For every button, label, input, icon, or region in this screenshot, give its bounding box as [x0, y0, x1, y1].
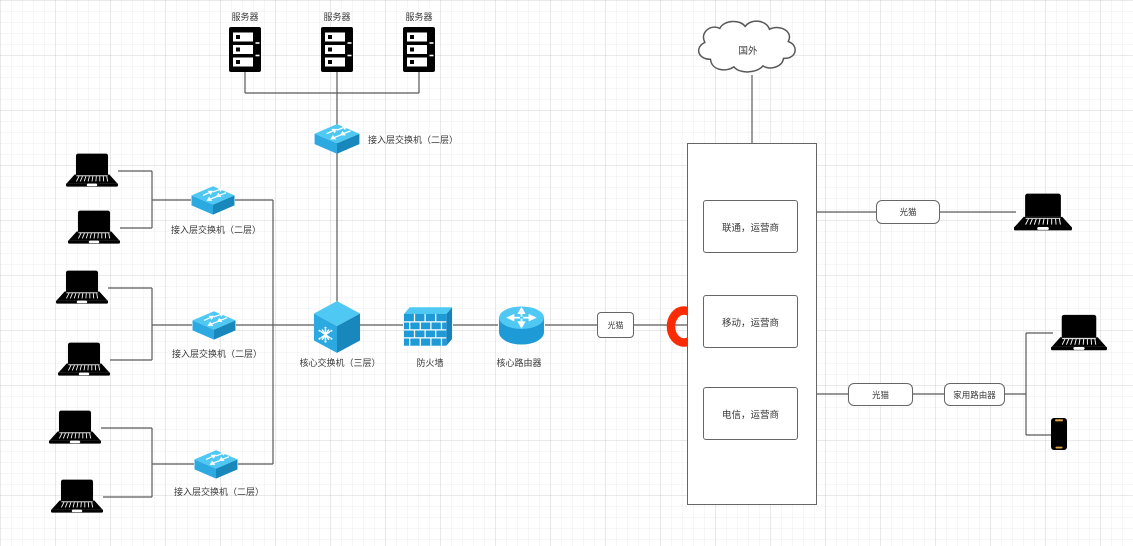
server-icon[interactable] — [321, 27, 353, 72]
access-switch-icon[interactable] — [191, 309, 237, 341]
core-switch-icon[interactable] — [313, 300, 361, 354]
home-router-box[interactable]: 家用路由器 — [944, 383, 1005, 406]
access-switch-icon[interactable] — [190, 184, 236, 216]
modem-bottom-right-box[interactable]: 光猫 — [848, 383, 913, 406]
laptop-icon[interactable] — [49, 408, 101, 448]
phone-icon[interactable] — [1051, 418, 1067, 450]
core-router-icon[interactable] — [497, 304, 546, 347]
server-icon[interactable] — [403, 27, 435, 72]
access-switch-label: 接入层交换机（二层） — [368, 135, 459, 145]
access-switch-icon[interactable] — [313, 122, 361, 155]
server-icon[interactable] — [229, 27, 261, 72]
laptop-icon[interactable] — [58, 340, 110, 380]
laptop-icon[interactable] — [68, 208, 120, 248]
carrier-label: 电信，运营商 — [721, 409, 779, 421]
modem-label: 光猫 — [871, 389, 889, 400]
access-switch-icon[interactable] — [193, 448, 239, 480]
modem-wan-label: 光猫 — [607, 320, 624, 330]
laptop-icon[interactable] — [1014, 192, 1072, 234]
access-switch-label: 接入层交换机（二层） — [171, 349, 263, 359]
core-switch-label: 核心交换机（三层） — [299, 358, 381, 368]
carrier-box-unicom[interactable]: 联通，运营商 — [703, 200, 798, 253]
server-label: 服务器 — [405, 12, 433, 22]
carrier-label: 移动，运营商 — [721, 317, 779, 329]
carrier-box-telecom[interactable]: 电信，运营商 — [703, 387, 798, 440]
carrier-box-mobile[interactable]: 移动，运营商 — [703, 295, 798, 348]
firewall-label: 防火墙 — [416, 358, 444, 368]
cloud-label: 国外 — [738, 46, 758, 57]
modem-wan-box[interactable]: 光猫 — [597, 312, 634, 338]
firewall-icon[interactable] — [402, 302, 454, 349]
laptop-icon[interactable] — [56, 268, 108, 308]
modem-label: 光猫 — [899, 207, 917, 217]
server-label: 服务器 — [231, 12, 259, 22]
home-router-label: 家用路由器 — [953, 389, 996, 400]
laptop-icon[interactable] — [66, 151, 118, 191]
core-router-label: 核心路由器 — [496, 358, 542, 368]
modem-top-right-box[interactable]: 光猫 — [876, 200, 940, 224]
laptop-icon[interactable] — [1051, 313, 1107, 354]
carrier-label: 联通，运营商 — [721, 222, 779, 234]
laptop-icon[interactable] — [51, 477, 103, 517]
access-switch-label: 接入层交换机（二层） — [173, 487, 265, 497]
access-switch-label: 接入层交换机（二层） — [170, 225, 262, 235]
server-label: 服务器 — [323, 12, 351, 22]
